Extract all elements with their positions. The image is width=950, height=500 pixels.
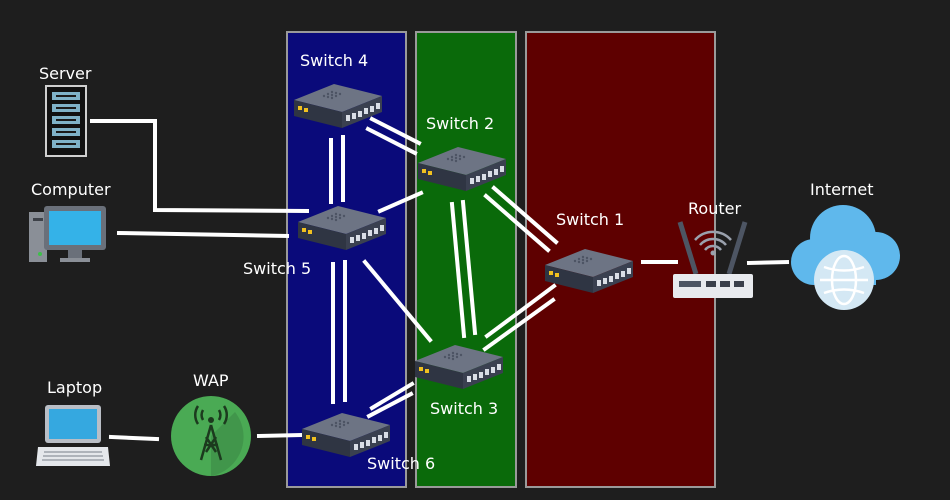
link-laptop-wap — [108, 434, 160, 442]
link-wap-switch6 — [256, 432, 303, 439]
link-computer-switch5 — [116, 230, 290, 239]
switch-1-label: Switch 1 — [556, 210, 625, 229]
link-switch2-switch1 — [483, 185, 559, 253]
link-switch4-switch2 — [365, 116, 422, 156]
router-icon[interactable] — [673, 221, 753, 298]
link-switch5-switch6 — [331, 260, 347, 404]
cloud-globe-icon[interactable] — [791, 205, 900, 310]
wap-label: WAP — [193, 371, 229, 390]
switch-3-label: Switch 3 — [430, 399, 499, 418]
server-label: Server — [39, 64, 92, 83]
laptop-label: Laptop — [47, 378, 103, 397]
link-switch3-switch1 — [482, 283, 557, 352]
computer-label: Computer — [31, 180, 111, 199]
link-switch6-switch3 — [366, 381, 415, 419]
link-server-switch5 — [90, 119, 310, 214]
switch-6-label: Switch 6 — [367, 454, 436, 473]
wireless-access-point-icon[interactable] — [171, 396, 251, 476]
router-label: Router — [688, 199, 742, 218]
access-zone — [415, 31, 517, 488]
internet-label: Internet — [810, 180, 874, 199]
laptop-icon[interactable] — [36, 405, 110, 466]
link-router-internet — [746, 259, 790, 266]
server-rack-icon[interactable] — [45, 85, 87, 157]
switch-5-label: Switch 5 — [243, 259, 312, 278]
desktop-computer-icon[interactable] — [29, 206, 106, 262]
link-switch4-switch5 — [329, 135, 345, 204]
switch-2-label: Switch 2 — [426, 114, 495, 133]
link-switch5-switch3 — [362, 259, 433, 343]
link-switch5-switch2 — [377, 190, 424, 214]
link-switch2-switch3 — [449, 199, 478, 339]
switch-4-label: Switch 4 — [300, 51, 369, 70]
